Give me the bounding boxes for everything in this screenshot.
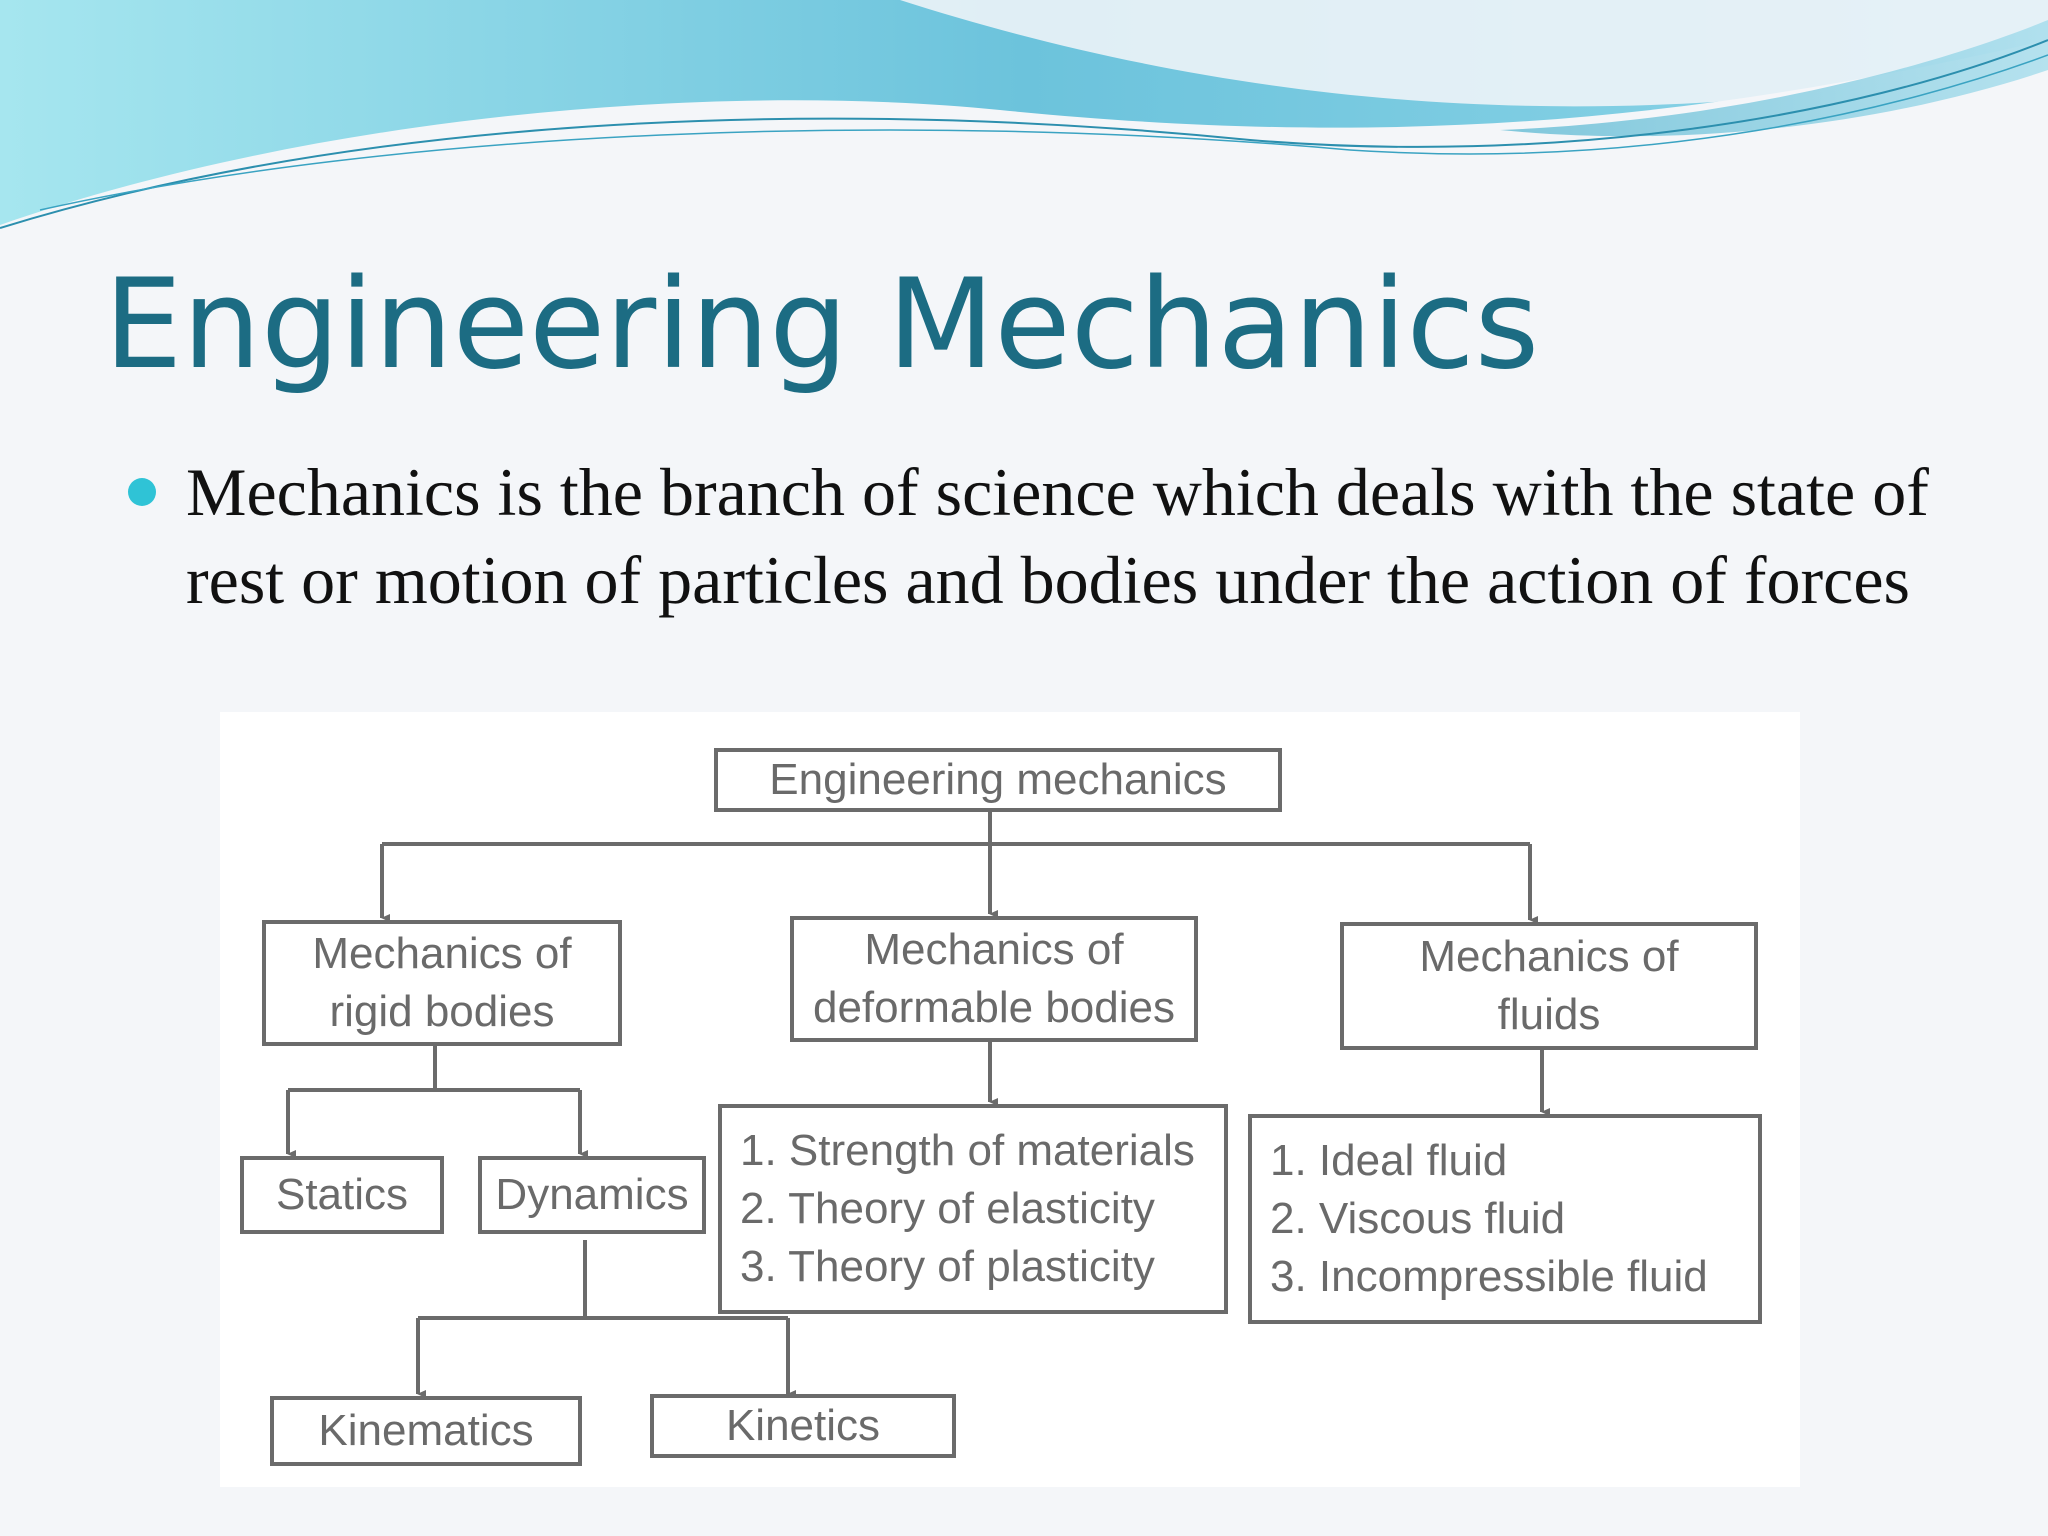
list-item: 3. Theory of plasticity	[740, 1242, 1155, 1291]
diagram-connectors	[286, 812, 1550, 1398]
node-kinetics: Kinetics	[650, 1394, 956, 1458]
node-dynamics: Dynamics	[478, 1156, 706, 1234]
wave-line-2	[39, 54, 2048, 211]
node-mechanics-of-fluids: Mechanics of fluids	[1340, 922, 1758, 1050]
list-item: 2. Viscous fluid	[1270, 1194, 1566, 1243]
header-wave-decoration	[0, 0, 2048, 229]
node-mechanics-of-rigid-bodies: Mechanics of rigid bodies	[262, 920, 622, 1046]
list-item: 1. Strength of materials	[740, 1126, 1195, 1175]
node-fluid-types-list: 1. Ideal fluid 2. Viscous fluid 3. Incom…	[1248, 1114, 1762, 1324]
node-statics: Statics	[240, 1156, 444, 1234]
bullet-text: Mechanics is the branch of science which…	[186, 454, 1929, 618]
mechanics-hierarchy-diagram: Engineering mechanics Mechanics of rigid…	[220, 712, 1800, 1487]
bullet-item: Mechanics is the branch of science which…	[128, 448, 1948, 624]
wave-band-white	[900, 0, 2048, 107]
list-item: 2. Theory of elasticity	[740, 1184, 1155, 1233]
node-engineering-mechanics: Engineering mechanics	[714, 748, 1282, 812]
node-kinematics: Kinematics	[270, 1396, 582, 1466]
bullet-dot-icon	[128, 478, 156, 506]
list-item: 3. Incompressible fluid	[1270, 1252, 1708, 1301]
node-mechanics-of-deformable-bodies: Mechanics of deformable bodies	[790, 916, 1198, 1042]
list-item: 1. Ideal fluid	[1270, 1136, 1508, 1185]
node-deformable-subjects-list: 1. Strength of materials 2. Theory of el…	[718, 1104, 1228, 1314]
wave-line-1	[0, 39, 2048, 229]
slide-title: Engineering Mechanics	[104, 253, 1540, 397]
